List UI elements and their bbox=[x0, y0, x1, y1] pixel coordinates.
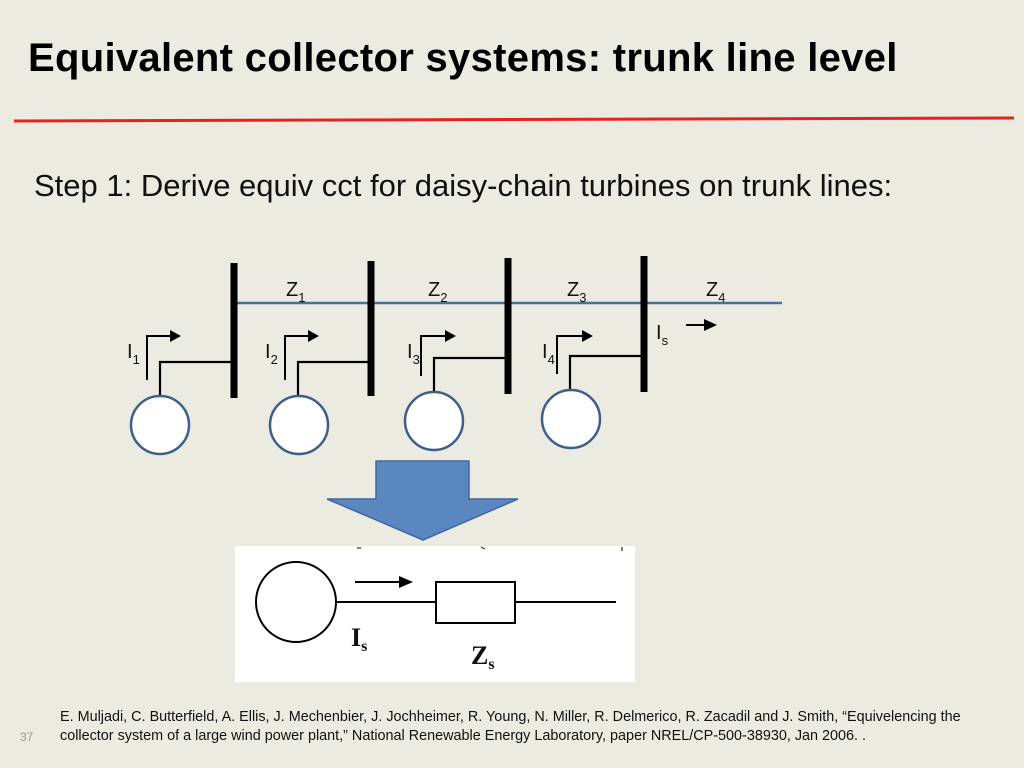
current-label-1: I1 bbox=[127, 341, 140, 367]
turbine-source-3 bbox=[403, 390, 465, 452]
turbine-source-4 bbox=[540, 388, 602, 450]
current-label-4: I4 bbox=[542, 341, 555, 367]
slide-title: Equivalent collector systems: trunk line… bbox=[28, 36, 898, 80]
equivalent-circuit: Is Zs bbox=[235, 546, 635, 682]
turbine-branch-2: I2 bbox=[265, 330, 368, 456]
citation-text: E. Muljadi, C. Butterfield, A. Ellis, J.… bbox=[60, 709, 961, 744]
output-current-label: Is bbox=[656, 322, 669, 348]
current-label-2: I2 bbox=[265, 341, 278, 367]
arrow-right-icon bbox=[704, 319, 717, 331]
title-divider bbox=[13, 116, 1015, 123]
equivalent-impedance-label: Zs bbox=[471, 641, 495, 673]
step-description: Step 1: Derive equiv cct for daisy-chain… bbox=[34, 168, 893, 203]
equivalent-impedance-box bbox=[435, 581, 516, 624]
impedance-label-1: Z1 bbox=[286, 279, 305, 305]
arrow-right-icon bbox=[399, 576, 413, 588]
turbine-source-1 bbox=[129, 394, 191, 456]
down-arrow-icon bbox=[326, 460, 519, 541]
turbine-branch-3: I3 bbox=[403, 330, 505, 452]
slide-number: 37 bbox=[20, 730, 34, 744]
turbine-branch-4: I4 bbox=[540, 330, 641, 450]
impedance-label-4: Z4 bbox=[706, 279, 725, 305]
turbine-branch-1: I1 bbox=[127, 330, 231, 456]
impedance-label-3: Z3 bbox=[567, 279, 586, 305]
equivalent-current-label: Is bbox=[351, 623, 367, 655]
turbine-source-2 bbox=[268, 394, 330, 456]
equivalent-source bbox=[255, 561, 337, 643]
current-label-3: I3 bbox=[407, 341, 420, 367]
impedance-label-2: Z2 bbox=[428, 279, 447, 305]
equivalent-circuit-drawing: Is Zs bbox=[255, 546, 623, 673]
output-current-indicator: Is bbox=[656, 319, 717, 348]
